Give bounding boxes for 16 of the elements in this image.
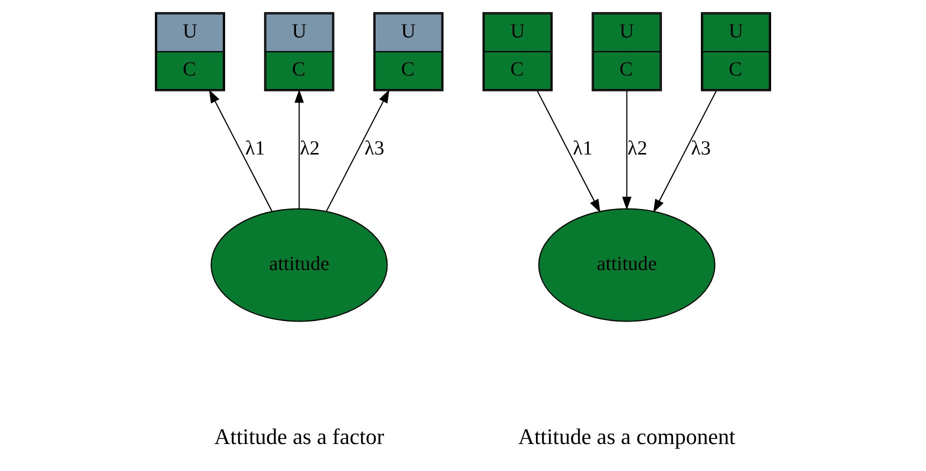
node-ellipse: attitude — [210, 208, 388, 322]
node-ellipse: attitude — [538, 208, 716, 322]
edge-label: λ2 — [300, 138, 320, 160]
arrow — [653, 90, 717, 213]
arrow — [294, 89, 304, 208]
edge-label: λ2 — [628, 138, 648, 160]
arrow — [622, 91, 632, 210]
edge-label: λ3 — [691, 138, 711, 160]
edge-label: λ1 — [572, 138, 593, 160]
arrow — [326, 90, 390, 212]
arrow — [209, 90, 272, 212]
label: Attitude as a factor — [214, 424, 384, 449]
edge-label: λ3 — [364, 138, 384, 160]
edge-label: λ1 — [245, 138, 266, 160]
arrow — [536, 90, 600, 213]
label: Attitude as a component — [518, 424, 736, 449]
